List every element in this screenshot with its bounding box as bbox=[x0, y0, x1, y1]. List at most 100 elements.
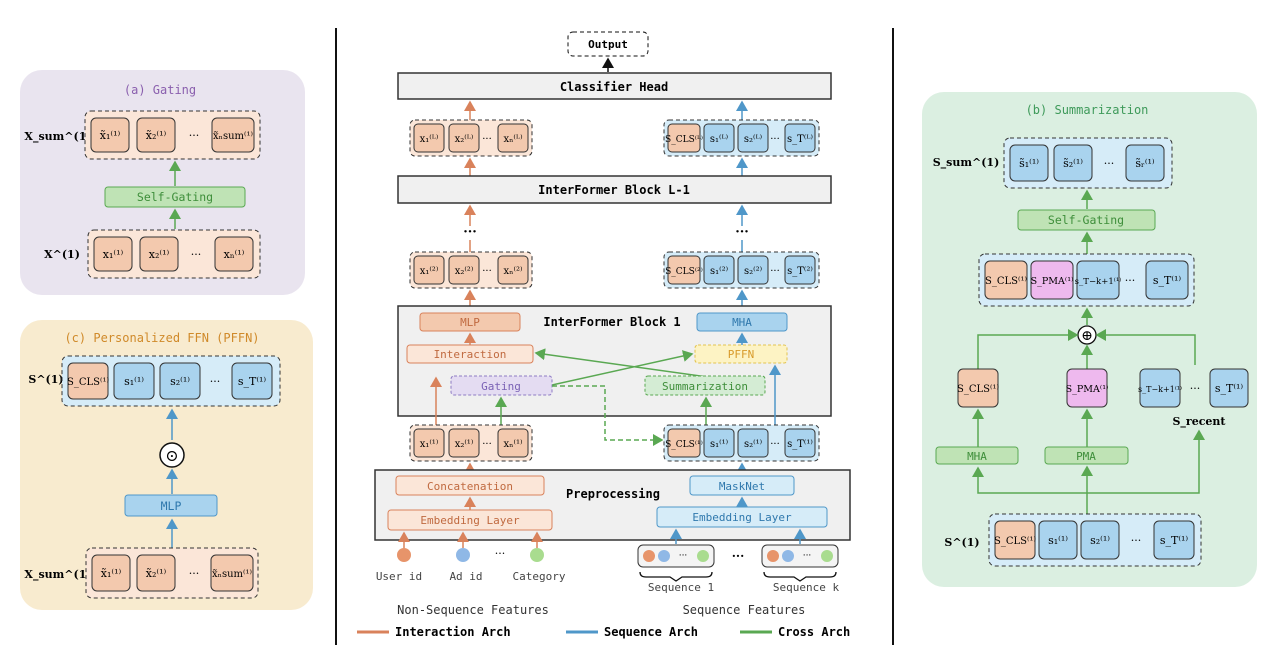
token: s_T⁽¹⁾ bbox=[787, 439, 813, 450]
token: s₁⁽²⁾ bbox=[710, 266, 728, 277]
output-node: Output bbox=[588, 38, 628, 51]
panel-pffn-title: (c) Personalized FFN (PFFN) bbox=[64, 331, 259, 345]
ad-id-label: Ad id bbox=[449, 570, 482, 583]
token: x₂⁽²⁾ bbox=[455, 266, 474, 277]
token: S_CLS⁽ᴸ⁾ bbox=[665, 134, 703, 145]
token: s̃₂⁽¹⁾ bbox=[1063, 157, 1083, 170]
legend-sequence-arch: Sequence Arch bbox=[604, 625, 698, 639]
ellipsis: ··· bbox=[735, 225, 749, 240]
token: x₁⁽ᴸ⁾ bbox=[420, 134, 439, 145]
masknet-box: MaskNet bbox=[719, 480, 765, 493]
ssum-label: S_sum^(1) bbox=[933, 156, 1000, 170]
token: x₂⁽¹⁾ bbox=[149, 248, 170, 261]
mlp-box: MLP bbox=[161, 499, 182, 513]
panel-summarization: (b) Summarization S_sum^(1) s̃₁⁽¹⁾ s̃₂⁽¹… bbox=[922, 92, 1257, 587]
embedding-layer-right: Embedding Layer bbox=[692, 511, 792, 524]
xsum-label: X_sum^(1) bbox=[24, 568, 91, 582]
summarization-box: Summarization bbox=[662, 380, 748, 393]
user-id-feature-dot bbox=[397, 548, 411, 562]
gating-box: Gating bbox=[481, 380, 521, 393]
oplus-symbol: ⊕ bbox=[1081, 328, 1093, 344]
self-gating-box: Self-Gating bbox=[137, 190, 213, 204]
panel-gating: (a) Gating X_sum^(1) x̃₁⁽¹⁾ x̃₂⁽¹⁾ ··· x… bbox=[20, 70, 305, 295]
embedding-layer-left: Embedding Layer bbox=[420, 514, 520, 527]
token: s_T−k+1⁽¹⁾ bbox=[1075, 277, 1122, 287]
token: x̃ₙsum⁽¹⁾ bbox=[212, 569, 252, 580]
ellipsis: ··· bbox=[1104, 157, 1115, 170]
x-L-token-row: x₁⁽ᴸ⁾ x₂⁽ᴸ⁾ ··· xₙ⁽ᴸ⁾ bbox=[413, 123, 529, 153]
token: x̃ₙsum⁽¹⁾ bbox=[213, 131, 253, 142]
odot-symbol: ⊙ bbox=[165, 446, 178, 465]
token: x₂⁽ᴸ⁾ bbox=[455, 134, 474, 145]
token: s₂⁽ᴸ⁾ bbox=[744, 134, 762, 145]
ellipsis: ··· bbox=[770, 134, 780, 145]
sequence-k-box bbox=[761, 544, 839, 568]
preprocessing-title: Preprocessing bbox=[566, 487, 660, 501]
ellipsis: ··· bbox=[770, 439, 780, 450]
recent-token-group: s_T−k+1⁽¹⁾ ··· s_T⁽¹⁾ bbox=[1138, 368, 1249, 408]
legend-cross-arch: Cross Arch bbox=[778, 625, 850, 639]
mha-box: MHA bbox=[732, 316, 752, 329]
panel-gating-title: (a) Gating bbox=[124, 83, 196, 97]
token: S_CLS⁽²⁾ bbox=[665, 266, 703, 277]
classifier-head: Classifier Head bbox=[560, 80, 668, 94]
legend-interaction-arch: Interaction Arch bbox=[395, 625, 511, 639]
mha-box: MHA bbox=[967, 450, 987, 463]
panel-summarization-title: (b) Summarization bbox=[1026, 103, 1149, 117]
spma-token: S_PMA⁽¹⁾ bbox=[1066, 384, 1109, 395]
token: s₁⁽¹⁾ bbox=[710, 439, 728, 450]
s-token-row: S_CLS⁽¹⁾ s₁⁽¹⁾ s₂⁽¹⁾ ··· s_T⁽¹⁾ bbox=[994, 520, 1195, 560]
sequence-1-label: Sequence 1 bbox=[648, 581, 714, 594]
token: x₁⁽¹⁾ bbox=[103, 248, 124, 261]
token: s_T⁽²⁾ bbox=[787, 266, 813, 277]
token: x̃₂⁽¹⁾ bbox=[146, 129, 167, 142]
main-architecture: Output Classifier Head x₁⁽ᴸ⁾ x₂⁽ᴸ⁾ ··· x… bbox=[357, 31, 851, 639]
token: x̃₁⁽¹⁾ bbox=[100, 129, 121, 142]
token: s_T⁽ᴸ⁾ bbox=[787, 134, 813, 145]
concat-token-row: S_CLS⁽¹⁾ S_PMA⁽¹⁾ s_T−k+1⁽¹⁾ ··· s_T⁽¹⁾ bbox=[984, 260, 1189, 300]
s-token-row: S_CLS⁽¹⁾ s₁⁽¹⁾ s₂⁽¹⁾ ··· s_T⁽¹⁾ bbox=[67, 362, 273, 400]
token: s̃ᵣ⁽¹⁾ bbox=[1135, 157, 1155, 170]
ad-id-feature-dot bbox=[456, 548, 470, 562]
token: s₁⁽¹⁾ bbox=[124, 375, 144, 388]
token: S_CLS⁽¹⁾ bbox=[994, 536, 1036, 547]
token: s_T⁽¹⁾ bbox=[1160, 534, 1189, 547]
token: xₙ⁽²⁾ bbox=[504, 266, 523, 277]
panel-pffn: (c) Personalized FFN (PFFN) S^(1) S_CLS⁽… bbox=[20, 320, 313, 610]
ellipsis: ··· bbox=[1131, 534, 1142, 547]
block-1-title: InterFormer Block 1 bbox=[543, 315, 680, 329]
token: s_T⁽¹⁾ bbox=[1153, 274, 1182, 287]
s-recent-label: S_recent bbox=[1172, 415, 1226, 429]
block-l-1: InterFormer Block L-1 bbox=[538, 183, 690, 197]
token: s₁⁽¹⁾ bbox=[1048, 534, 1068, 547]
sequence-1-box bbox=[637, 544, 715, 568]
sequence-k-label: Sequence k bbox=[773, 581, 840, 594]
ellipsis: ··· bbox=[210, 375, 221, 388]
ellipsis: ··· bbox=[482, 439, 492, 450]
sequence-features-label: Sequence Features bbox=[683, 603, 806, 617]
ellipsis: ··· bbox=[191, 248, 202, 261]
ssum-token-row: s̃₁⁽¹⁾ s̃₂⁽¹⁾ ··· s̃ᵣ⁽¹⁾ bbox=[1009, 144, 1165, 182]
s-label: S^(1) bbox=[944, 536, 979, 549]
token: x₂⁽¹⁾ bbox=[455, 439, 474, 450]
legend: Interaction Arch Sequence Arch Cross Arc… bbox=[357, 625, 850, 639]
token: x̃₂⁽¹⁾ bbox=[146, 567, 167, 580]
mlp-box: MLP bbox=[460, 316, 480, 329]
category-feature-dot bbox=[530, 548, 544, 562]
x-1-token-row: x₁⁽¹⁾ x₂⁽¹⁾ ··· xₙ⁽¹⁾ bbox=[413, 428, 529, 458]
token: s₂⁽²⁾ bbox=[744, 266, 762, 277]
ellipsis: ··· bbox=[1190, 382, 1201, 395]
self-gating-box: Self-Gating bbox=[1048, 213, 1124, 227]
token: s_T⁽¹⁾ bbox=[238, 375, 267, 388]
s-2-token-row: S_CLS⁽²⁾ s₁⁽²⁾ s₂⁽²⁾ ··· s_T⁽²⁾ bbox=[665, 255, 816, 285]
s-1-token-row: S_CLS⁽¹⁾ s₁⁽¹⁾ s₂⁽¹⁾ ··· s_T⁽¹⁾ bbox=[665, 428, 816, 458]
scls-token: S_CLS⁽¹⁾ bbox=[957, 384, 999, 395]
token: s₂⁽¹⁾ bbox=[170, 375, 190, 388]
svg-text:···: ··· bbox=[803, 551, 812, 561]
ellipsis: ··· bbox=[732, 549, 745, 563]
token: xₙ⁽¹⁾ bbox=[224, 248, 245, 261]
token: S_CLS⁽¹⁾ bbox=[67, 377, 109, 388]
token: s₂⁽¹⁾ bbox=[1090, 534, 1110, 547]
ellipsis: ··· bbox=[495, 547, 506, 560]
